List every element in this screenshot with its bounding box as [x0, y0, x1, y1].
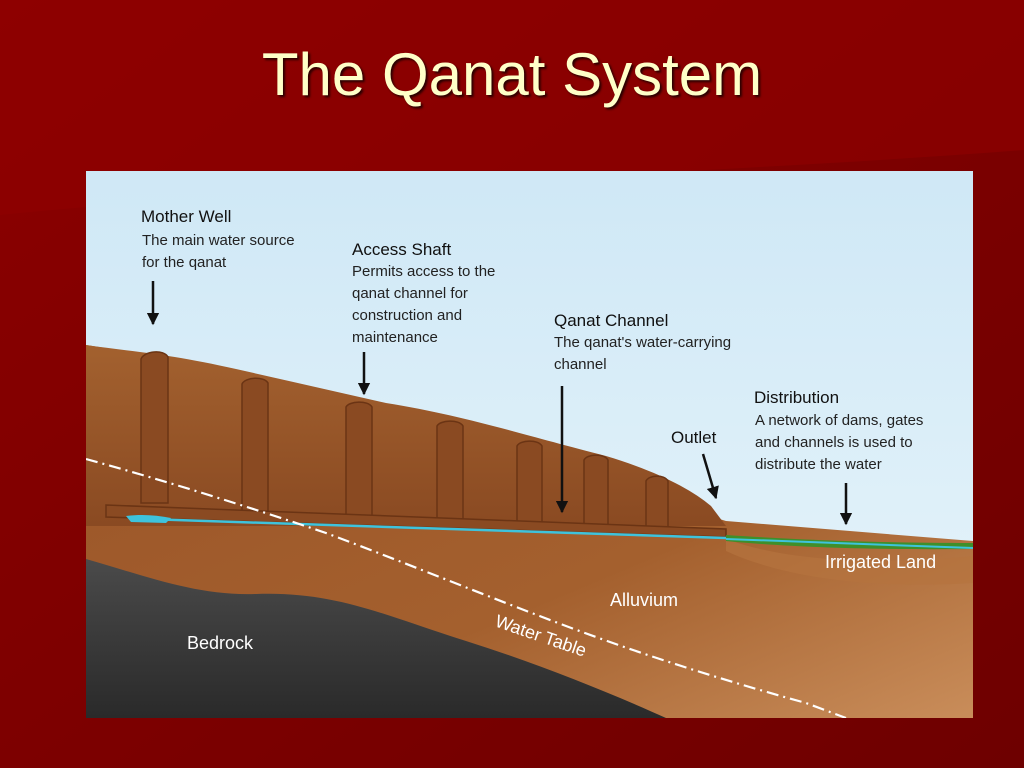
mother-well-shaft	[140, 351, 169, 504]
access-shaft-desc: Permits access to the qanat channel for …	[352, 263, 496, 346]
alluvium-label: Alluvium	[610, 590, 679, 610]
access-shaft-title: Access Shaft	[352, 240, 452, 259]
outlet-title: Outlet	[671, 428, 717, 447]
irrigated-soil	[726, 539, 973, 585]
qanat-cross-section: Water Table	[86, 171, 973, 718]
qanat-channel-desc: The qanat's water-carrying channel	[554, 334, 732, 373]
access-shaft	[583, 454, 609, 527]
distribution-desc: A network of dams, gates and channels is…	[755, 412, 924, 473]
mother-well-water	[126, 514, 171, 523]
irrigated-land-label: Irrigated Land	[825, 552, 937, 572]
mother-well-desc: The main water source for the qanat	[142, 232, 295, 271]
channel-water	[145, 517, 727, 540]
bedrock-layer	[86, 559, 666, 718]
bedrock-label: Bedrock	[187, 633, 254, 653]
surface-water	[725, 538, 973, 549]
access-shaft	[241, 377, 269, 517]
distribution-title: Distribution	[754, 388, 840, 407]
qanat-diagram: Water Table Mother Well The main water s…	[86, 171, 973, 718]
outlet-arrow	[701, 453, 719, 500]
access-shaft	[516, 440, 543, 526]
qanat-channel-title: Qanat Channel	[554, 311, 669, 330]
access-shaft	[645, 475, 669, 528]
slide-title: The Qanat System	[261, 41, 763, 108]
mother-well-title: Mother Well	[141, 207, 232, 226]
access-shafts	[140, 351, 669, 528]
access-shaft	[436, 420, 464, 524]
access-shaft	[345, 401, 373, 522]
water-table-line	[86, 457, 847, 718]
